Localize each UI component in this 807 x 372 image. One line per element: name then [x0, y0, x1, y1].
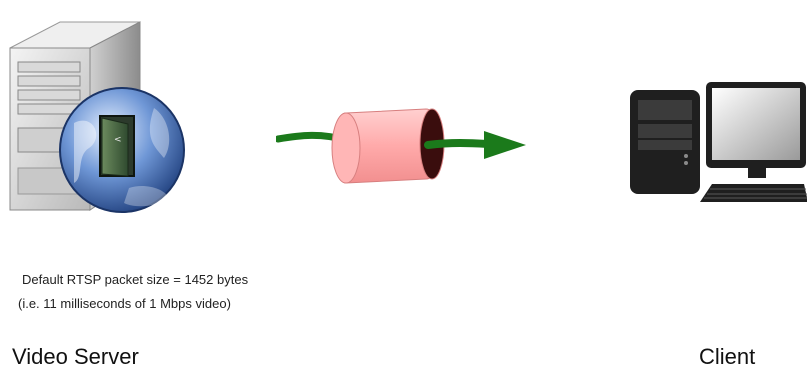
client-label: Client: [699, 344, 756, 369]
packet-duration-note: (i.e. 11 milliseconds of 1 Mbps video): [18, 296, 231, 311]
packet-size-note: Default RTSP packet size = 1452 bytes: [22, 272, 249, 287]
server-label: Video Server: [12, 344, 139, 369]
web-server-icon: <: [4, 18, 194, 218]
desktop-computer-icon: [628, 76, 807, 204]
pipe-with-arrow-icon: [274, 95, 531, 195]
svg-text:<: <: [114, 135, 122, 145]
